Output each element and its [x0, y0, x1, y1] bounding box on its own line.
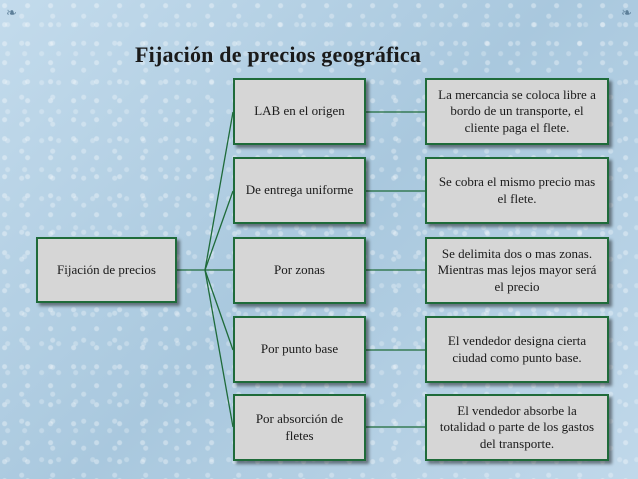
description-node-entrega-uniforme: Se cobra el mismo precio mas el flete.	[425, 157, 609, 224]
branch-node-por-zonas: Por zonas	[233, 237, 366, 304]
decorative-corner-icon: ❧	[621, 5, 632, 20]
description-node-lab-origen: La mercancia se coloca libre a bordo de …	[425, 78, 609, 145]
connector-branch-4	[204, 269, 234, 351]
description-node-absorcion-fletes: El vendedor absorbe la totalidad o parte…	[425, 394, 609, 461]
connector-branch-1	[204, 111, 234, 271]
connector-branch-5	[204, 269, 234, 428]
branch-node-entrega-uniforme: De entrega uniforme	[233, 157, 366, 224]
connector-branch-2	[204, 190, 234, 271]
description-node-punto-base: El vendedor designa cierta ciudad como p…	[425, 316, 609, 383]
decorative-corner-icon: ❧	[6, 5, 17, 20]
branch-node-punto-base: Por punto base	[233, 316, 366, 383]
branch-node-absorcion-fletes: Por absorción de fletes	[233, 394, 366, 461]
branch-node-lab-origen: LAB en el origen	[233, 78, 366, 145]
page-title: Fijación de precios geográfica	[135, 42, 422, 67]
description-node-por-zonas: Se delimita dos o mas zonas. Mientras ma…	[425, 237, 609, 304]
root-node: Fijación de precios	[36, 237, 177, 303]
